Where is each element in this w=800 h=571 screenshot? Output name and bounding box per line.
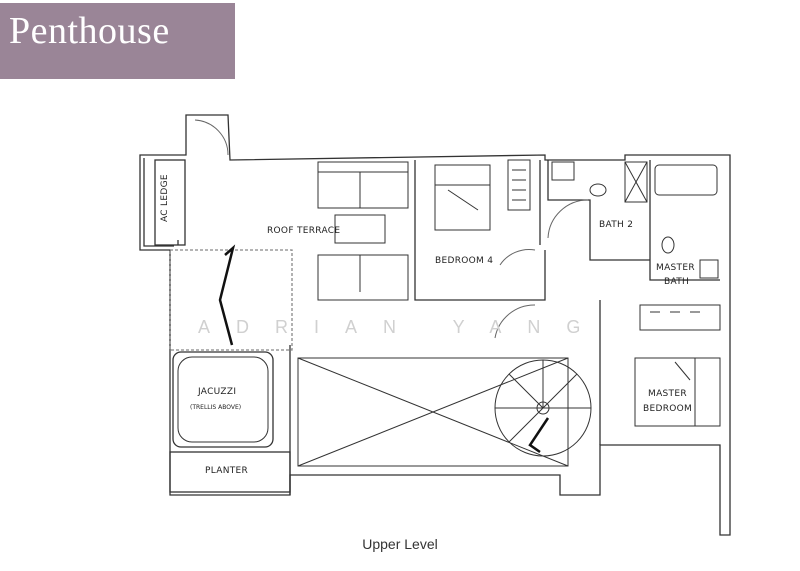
- master-bath-walls: [649, 160, 720, 281]
- label-master-bedroom-line1: MASTER: [648, 389, 687, 399]
- label-master-bath-line2: BATH: [664, 277, 689, 287]
- title-banner: Penthouse: [0, 3, 235, 79]
- label-jacuzzi-note: (TRELLIS ABOVE): [190, 404, 241, 411]
- page-title: Penthouse: [9, 10, 170, 52]
- label-planter: PLANTER: [205, 466, 248, 476]
- double-volume-void: [297, 357, 569, 467]
- label-jacuzzi: JACUZZI: [197, 387, 236, 397]
- watermark: ADRIAN YANG: [198, 317, 606, 337]
- room-labels: AC LEDGE ROOF TERRACE BEDROOM 4 BATH 2 M…: [160, 174, 695, 476]
- outer-walls: [139, 114, 731, 536]
- label-roof-terrace: ROOF TERRACE: [267, 226, 340, 236]
- bedroom-4-walls: [414, 159, 546, 339]
- label-master-bath-line1: MASTER: [656, 263, 695, 273]
- label-ac-ledge: AC LEDGE: [160, 174, 170, 222]
- label-bath-2: BATH 2: [599, 220, 633, 230]
- jacuzzi-area: [169, 244, 293, 495]
- level-caption: Upper Level: [362, 536, 438, 552]
- master-bedroom-walls: [599, 300, 721, 445]
- ac-ledge: [154, 159, 186, 246]
- terrace-furniture: [317, 161, 409, 301]
- label-master-bedroom-line2: BEDROOM: [643, 404, 692, 414]
- spiral-staircase: [494, 359, 592, 457]
- label-bedroom-4: BEDROOM 4: [435, 256, 493, 266]
- bath-2-walls: [539, 160, 650, 261]
